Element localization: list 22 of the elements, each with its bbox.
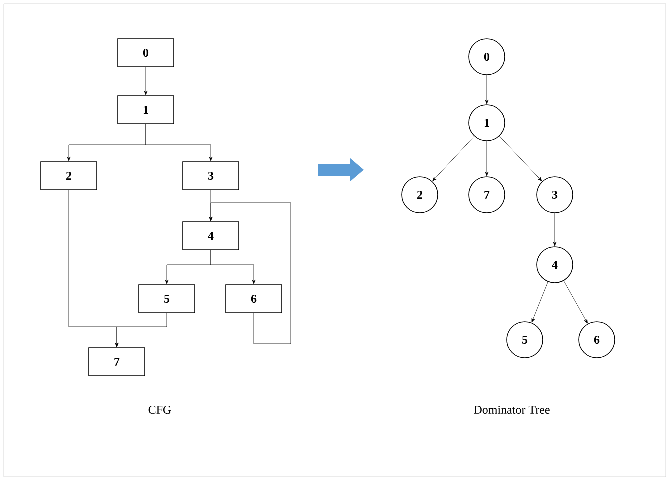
arrow <box>209 202 292 344</box>
process-box: 0 <box>118 38 174 68</box>
arrow <box>210 250 256 284</box>
process-box: 5 <box>138 284 196 314</box>
process-box: 4 <box>182 222 240 250</box>
arrow <box>485 141 489 176</box>
arrow <box>144 67 148 96</box>
process-box: 6 <box>226 284 282 314</box>
process-box: 3 <box>182 162 240 190</box>
arrow <box>146 124 213 162</box>
process-box: 1 <box>118 96 174 124</box>
arrow <box>485 75 489 104</box>
process-box: 7 <box>88 348 146 376</box>
arrow <box>432 136 475 182</box>
caption: Dominator Tree <box>474 406 550 414</box>
arrow <box>564 280 588 324</box>
arrow <box>499 136 542 182</box>
caption: CFG <box>148 406 172 414</box>
arrow <box>115 313 168 348</box>
arrow <box>553 213 557 246</box>
arrow <box>532 282 548 323</box>
process-box: 2 <box>40 162 98 190</box>
